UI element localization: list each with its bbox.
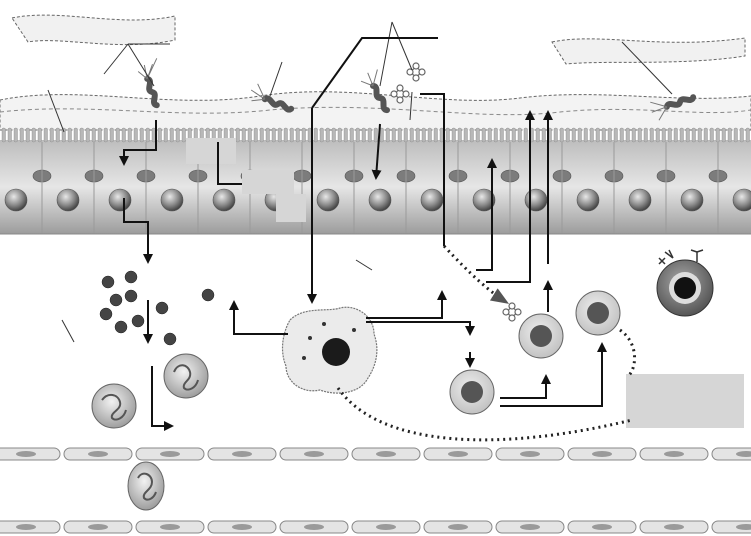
epithelial-nucleus [420, 188, 444, 212]
neutrophil-icon [91, 353, 209, 511]
helicobacter-icon [137, 58, 697, 121]
epithelial-nucleus [212, 188, 236, 212]
epithelial-nucleus [316, 188, 340, 212]
cytokine-dot [99, 270, 215, 346]
blood-vessel [0, 447, 751, 534]
lymphocyte-icon [449, 290, 621, 415]
epithelial-nucleus [576, 188, 600, 212]
plasma-cell-icon [656, 249, 714, 317]
epithelial-nucleus [680, 188, 704, 212]
macrophage-icon [281, 306, 378, 394]
dotted-pathways [336, 244, 636, 442]
epithelial-nucleus [472, 188, 496, 212]
arrows [119, 37, 607, 431]
epithelial-nucleus [56, 188, 80, 212]
epithelial-nucleus [4, 188, 28, 212]
mucus-layer [0, 14, 751, 131]
label-leader-lines [47, 21, 673, 343]
label-box [626, 374, 744, 428]
epithelial-nucleus [524, 188, 548, 212]
epithelial-nucleus [732, 188, 751, 212]
epithelial-nucleus [628, 188, 652, 212]
epithelial-nucleus [108, 188, 132, 212]
antigen-icon [390, 62, 522, 322]
epithelial-nucleus [160, 188, 184, 212]
epithelial-nucleus [368, 188, 392, 212]
gastric-epithelium [0, 127, 751, 235]
